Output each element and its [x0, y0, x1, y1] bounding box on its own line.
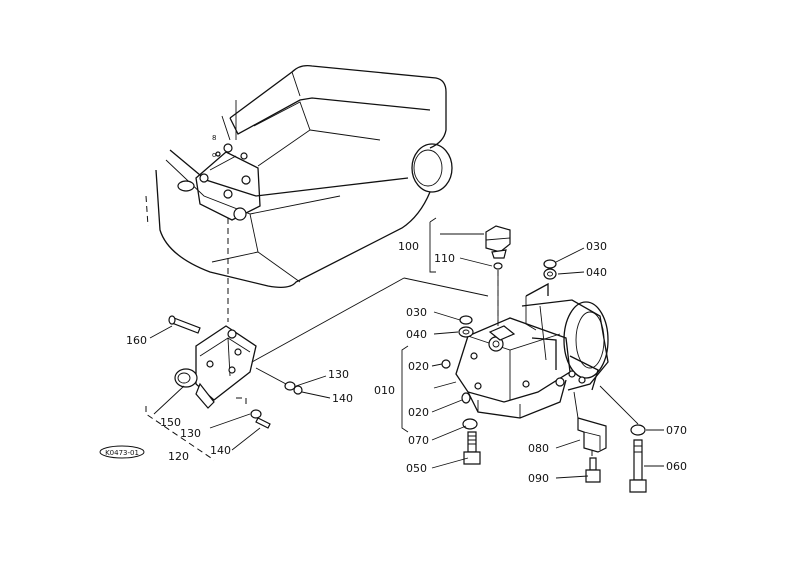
callout-020-lower: 020 [408, 406, 429, 419]
callout-040-mid: 040 [406, 328, 427, 341]
pressure-switch [485, 225, 511, 324]
control-valve-assembly [145, 315, 303, 461]
washer-030-mid [459, 315, 473, 325]
callout-060: 060 [666, 460, 687, 473]
plug-020-lower [461, 392, 471, 404]
callout-130-lower: 130 [180, 427, 201, 440]
assembly-line-housing [251, 277, 405, 363]
callout-150: 150 [160, 416, 181, 429]
callout-160: 160 [126, 334, 147, 347]
leader-lines [149, 217, 664, 479]
washer-040-mid [458, 326, 474, 338]
washer-070-right [630, 424, 646, 436]
callout-070-left: 070 [408, 434, 429, 447]
callout-130-right: 130 [328, 368, 349, 381]
drawing-stamp: K0473-01 [99, 445, 145, 459]
stamp-text: K0473-01 [105, 449, 139, 457]
callout-110: 110 [434, 252, 455, 265]
bracket-080 [577, 417, 607, 453]
plug-020-upper [441, 359, 451, 369]
washer-030-upper [543, 259, 557, 269]
hydraulic-pump-assembly [455, 282, 609, 419]
washer-070-left [462, 418, 478, 430]
callout-010: 010 [374, 384, 395, 397]
small-mark-2: o [212, 151, 216, 159]
bolt-050 [463, 431, 481, 465]
callout-140-right: 140 [332, 392, 353, 405]
callout-140-lower: 140 [210, 444, 231, 457]
callout-070-right: 070 [666, 424, 687, 437]
small-mark: 8 [212, 134, 216, 142]
transmission-housing: 8 o [145, 64, 453, 288]
bolt-060 [629, 439, 647, 493]
callout-020-upper: 020 [408, 360, 429, 373]
callout-050: 050 [406, 462, 427, 475]
callout-030-mid: 030 [406, 306, 427, 319]
bolt-090 [585, 457, 601, 483]
callout-040-upper: 040 [586, 266, 607, 279]
washer-040-upper [543, 268, 557, 280]
callout-100: 100 [398, 240, 419, 253]
callout-030-upper: 030 [586, 240, 607, 253]
callout-080: 080 [528, 442, 549, 455]
callout-090: 090 [528, 472, 549, 485]
callout-120: 120 [168, 450, 189, 463]
